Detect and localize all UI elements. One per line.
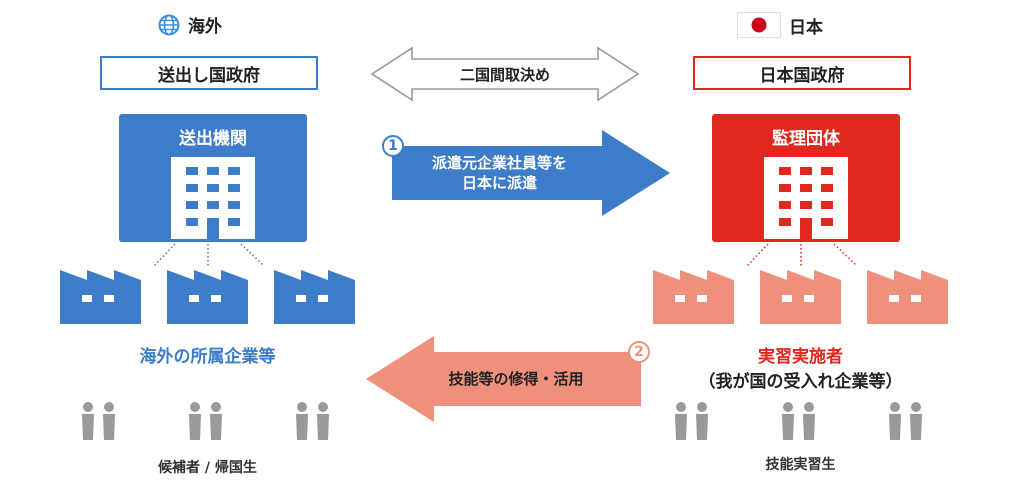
right-arrow-icon — [392, 130, 670, 216]
bilateral-agreement-arrow: 二国間取決め — [370, 45, 640, 103]
bilateral-agreement-label: 二国間取決め — [459, 65, 550, 84]
flow-1-label-line-1: 派遣元企業社員等を — [431, 154, 567, 172]
factory-icon — [760, 270, 841, 324]
sending-government-label: 送出し国政府 — [158, 65, 260, 86]
factory-icon — [867, 270, 948, 324]
overseas-companies — [60, 270, 355, 324]
building-icon — [171, 157, 255, 239]
person-pair-icon — [82, 402, 115, 440]
flow-skills-arrow: 2 技能等の修得・活用 — [366, 336, 660, 422]
factory-icons — [653, 270, 948, 324]
flow-2-number-badge: 2 — [628, 341, 650, 363]
candidates-label: 候補者 / 帰国生 — [158, 460, 257, 476]
factory-icon — [167, 270, 248, 324]
sending-organization-label: 送出機関 — [179, 129, 247, 149]
person-pair-icon — [782, 402, 815, 440]
supervising-organization-box: 監理団体 — [712, 114, 900, 242]
japan-people-icons — [675, 402, 922, 440]
factory-icon — [60, 270, 141, 324]
person-pair-icon — [889, 402, 922, 440]
region-japan: 日本 — [737, 12, 823, 38]
japan-connector-lines — [746, 243, 858, 267]
double-arrow-icon — [370, 46, 640, 102]
region-overseas-label: 海外 — [188, 17, 222, 37]
implementing-organization-sublabel: （我が国の受入れ企業等） — [698, 372, 903, 392]
japan-government-box: 日本国政府 — [693, 56, 911, 90]
factory-icons — [60, 270, 355, 324]
flow-1-label-line-2: 日本に派遣 — [461, 174, 537, 192]
supervising-organization-label: 監理団体 — [772, 129, 840, 149]
sending-government-box: 送出し国政府 — [100, 56, 318, 90]
flow-1-number-badge: 1 — [382, 135, 404, 157]
flow-1-label: 派遣元企業社員等を 日本に派遣 — [392, 153, 607, 193]
japan-flag-icon — [737, 12, 781, 38]
technical-intern-label: 技能実習生 — [765, 457, 836, 473]
flow-dispatch-arrow: 1 派遣元企業社員等を 日本に派遣 — [380, 130, 670, 216]
region-overseas: 海外 — [158, 12, 222, 37]
japan-government-label: 日本国政府 — [759, 65, 845, 86]
japan-companies — [653, 270, 948, 324]
implementing-organization-label: 実習実施者 — [758, 347, 843, 367]
globe-icon — [158, 14, 180, 35]
overseas-people-icons — [82, 402, 329, 440]
person-pair-icon — [296, 402, 329, 440]
building-icon — [764, 157, 848, 239]
person-pair-icon — [189, 402, 222, 440]
factory-icon — [274, 270, 355, 324]
person-pair-icon — [675, 402, 708, 440]
factory-icon — [653, 270, 734, 324]
overseas-connector-lines — [153, 243, 265, 267]
sending-organization-box: 送出機関 — [119, 114, 307, 242]
overseas-companies-label: 海外の所属企業等 — [139, 347, 276, 367]
region-japan-label: 日本 — [789, 17, 823, 38]
flow-2-label: 技能等の修得・活用 — [448, 370, 584, 388]
left-arrow-icon — [366, 336, 641, 422]
